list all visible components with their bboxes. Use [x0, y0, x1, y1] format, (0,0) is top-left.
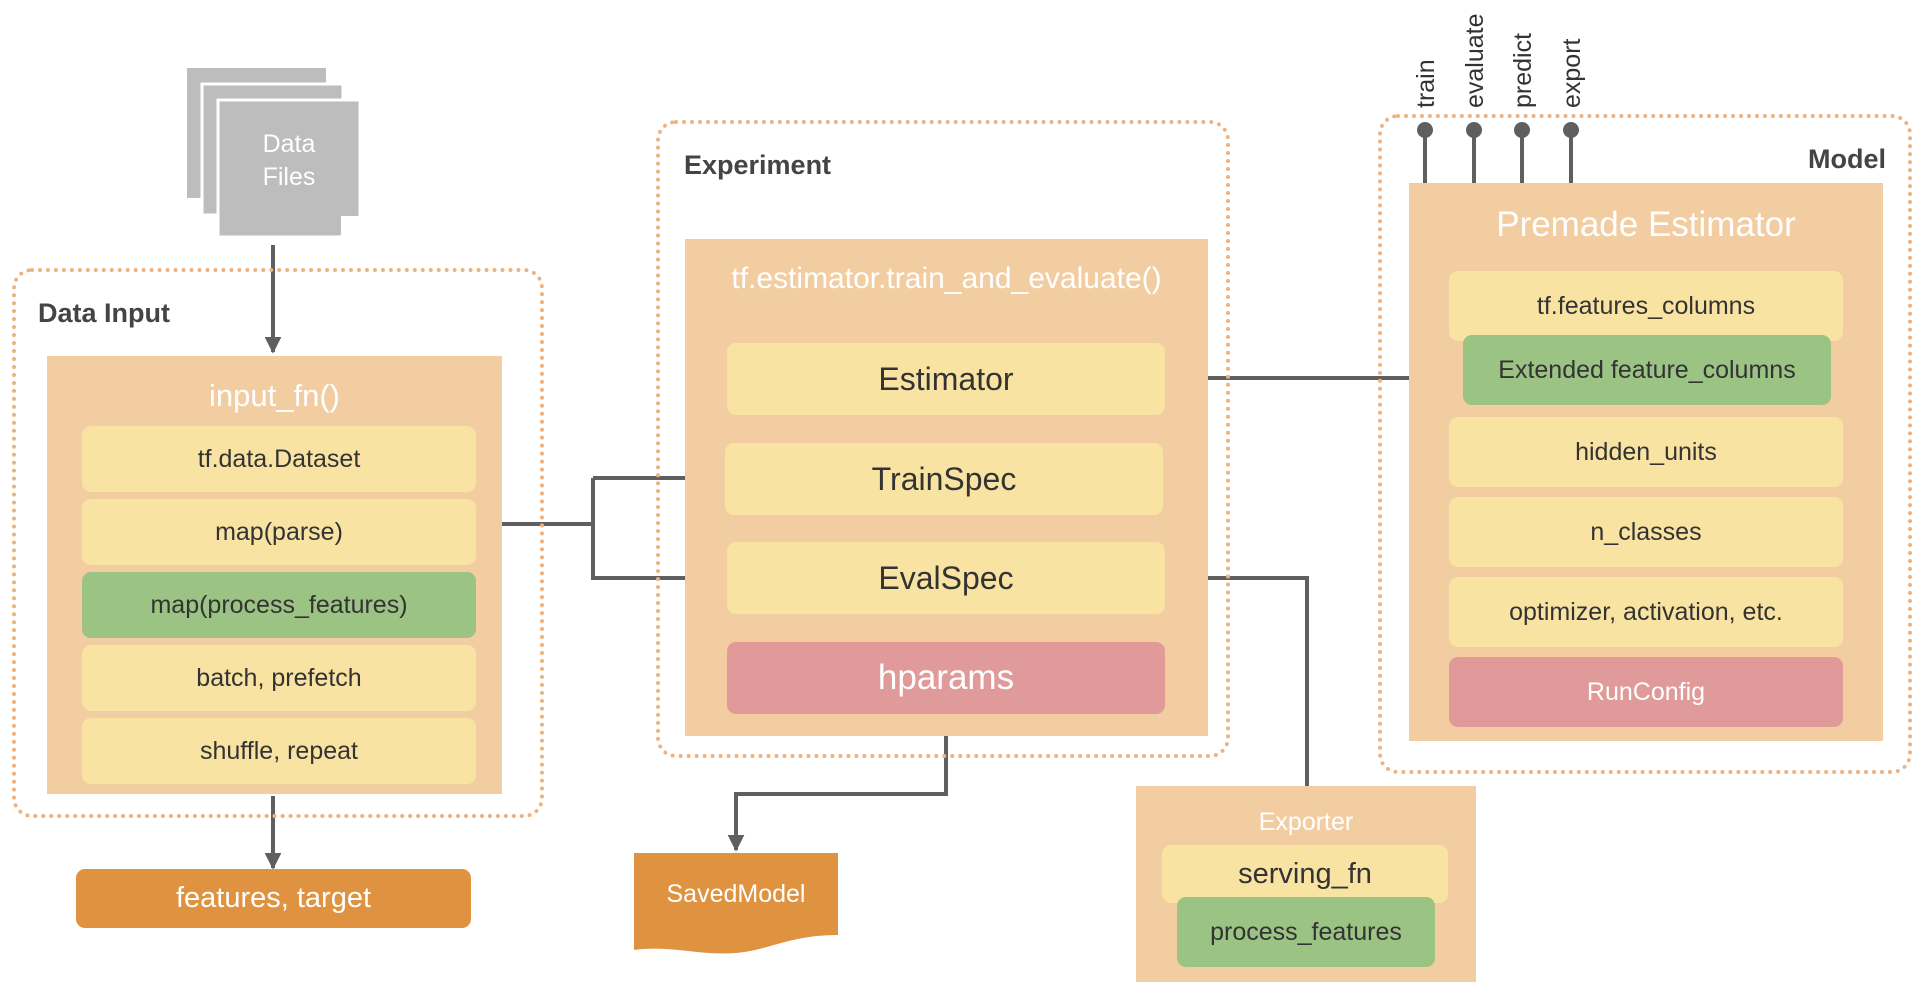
- exporter-item-serving-fn: serving_fn: [1162, 845, 1448, 903]
- exporter-title: Exporter: [1258, 808, 1354, 836]
- api-dot-evaluate: [1466, 122, 1482, 138]
- experiment-group: [656, 120, 1230, 758]
- input-item-dataset: tf.data.Dataset: [82, 426, 476, 492]
- savedmodel-shape: [634, 853, 838, 954]
- input-item-map-process-features: map(process_features): [82, 572, 476, 638]
- premade-estimator-title: Premade Estimator: [1496, 205, 1796, 244]
- experiment-item-evalspec: EvalSpec: [727, 542, 1165, 614]
- model-item-feature-columns: tf.features_columns: [1449, 271, 1843, 341]
- data-files-icon: [187, 68, 362, 239]
- train-and-evaluate-title: tf.estimator.train_and_evaluate(): [731, 262, 1162, 295]
- model-item-optimizer-activation: optimizer, activation, etc.: [1449, 577, 1843, 647]
- experiment-item-estimator: Estimator: [727, 343, 1165, 415]
- model-item-extended-feature-columns: Extended feature_columns: [1463, 335, 1831, 405]
- api-label-train: train: [1412, 59, 1440, 108]
- api-label-predict: predict: [1509, 32, 1537, 108]
- model-item-runconfig: RunConfig: [1449, 657, 1843, 727]
- model-title: Model: [1808, 144, 1886, 174]
- experiment-title: Experiment: [684, 150, 832, 180]
- input-item-shuffle-repeat: shuffle, repeat: [82, 718, 476, 784]
- experiment-item-trainspec: TrainSpec: [725, 443, 1163, 515]
- model-item-hidden-units: hidden_units: [1449, 417, 1843, 487]
- data-input-group: [12, 268, 544, 818]
- api-dot-predict: [1514, 122, 1530, 138]
- data-input-title: Data Input: [38, 298, 170, 328]
- exporter-item-process-features: process_features: [1177, 897, 1435, 967]
- input-fn-title: input_fn(): [209, 378, 340, 413]
- api-label-export: export: [1558, 38, 1586, 108]
- input-item-batch-prefetch: batch, prefetch: [82, 645, 476, 711]
- api-label-evaluate: evaluate: [1461, 13, 1489, 108]
- model-group: [1378, 114, 1912, 774]
- data-files-line1: Data: [262, 130, 316, 158]
- arrow-exporter-to-evalspec: [1170, 569, 1309, 786]
- api-dot-train: [1417, 122, 1433, 138]
- api-dot-export: [1563, 122, 1579, 138]
- arrow-to-evalspec: [591, 524, 724, 587]
- data-files-label: Data Files: [218, 128, 360, 194]
- input-item-map-parse: map(parse): [82, 499, 476, 565]
- features-target-output: features, target: [76, 869, 471, 928]
- arrow-experiment-to-savedmodel: [727, 735, 948, 852]
- experiment-item-hparams: hparams: [727, 642, 1165, 714]
- model-item-n-classes: n_classes: [1449, 497, 1843, 567]
- data-files-line2: Files: [262, 163, 316, 191]
- savedmodel-label: SavedModel: [666, 880, 806, 908]
